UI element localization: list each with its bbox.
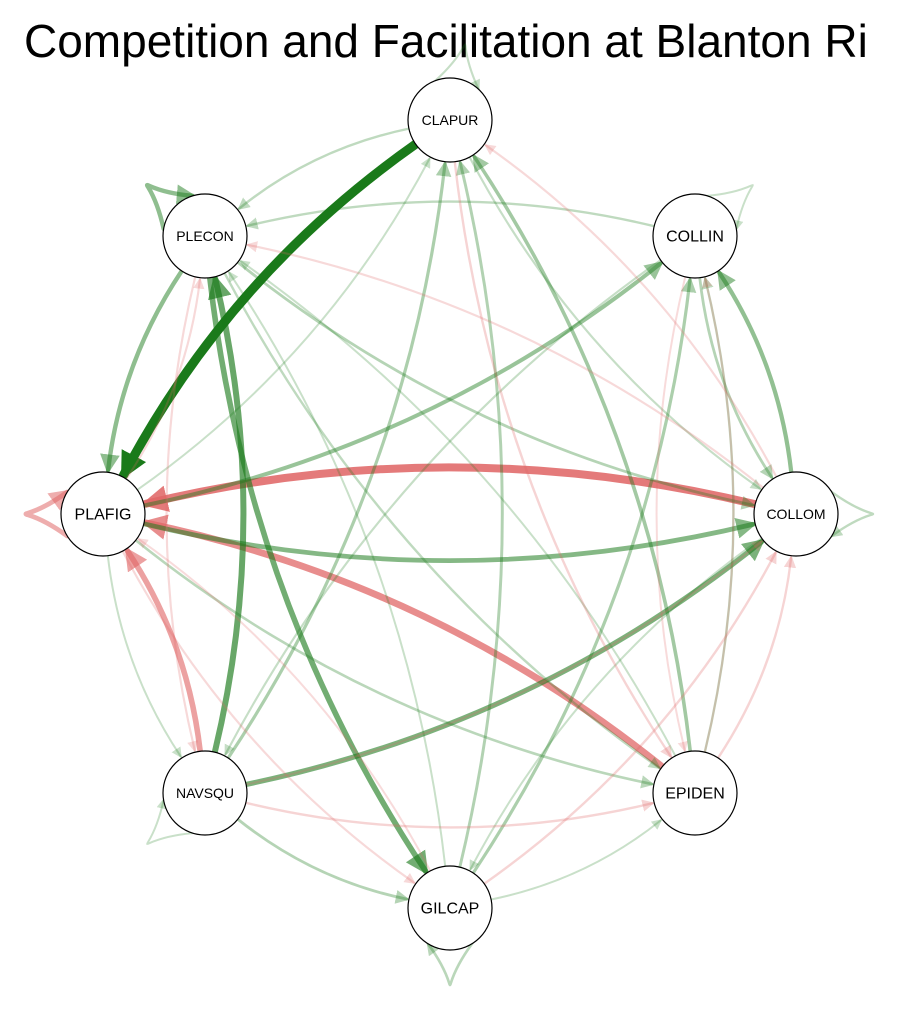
- edge-collin-to-epiden: [655, 275, 688, 753]
- node-label: GILCAP: [421, 901, 480, 918]
- edge-clapur-to-plafig: [118, 139, 421, 480]
- edge-plecon-to-collom: [236, 260, 756, 510]
- node-clapur[interactable]: CLAPUR: [407, 77, 493, 163]
- edge-collom-to-plecon: [245, 241, 765, 489]
- edge-collin-to-collom: [698, 276, 774, 480]
- node-circle: [60, 471, 146, 557]
- node-layer: CLAPUR COLLIN COLLOM EPIDEN GILCAP NAVSQU PLAF…: [60, 77, 839, 951]
- edge-collom-to-plafig: [140, 463, 760, 512]
- edge-collom-to-gilcap: [469, 537, 763, 871]
- edge-plafig-to-clapur: [136, 157, 431, 491]
- node-circle: [652, 193, 738, 279]
- edge-plecon-to-plafig: [100, 268, 184, 475]
- node-circle: [652, 750, 738, 836]
- edge-epiden-to-collom: [716, 555, 797, 760]
- edge-navsqu-to-collom: [245, 540, 764, 786]
- edge-gilcap-to-epiden: [490, 819, 663, 901]
- edge-plecon-to-epiden: [223, 271, 662, 770]
- node-label: COLLIN: [666, 229, 724, 246]
- node-circle: [162, 193, 248, 279]
- node-circle: [753, 471, 839, 557]
- edge-clapur-to-collom: [468, 156, 762, 490]
- edge-navsqu-to-plafig: [124, 546, 203, 755]
- edge-navsqu-to-plecon: [208, 274, 247, 756]
- node-label: PLECON: [176, 228, 234, 244]
- edge-plecon-to-plecon: [144, 182, 197, 232]
- node-circle: [407, 865, 493, 951]
- edge-plafig-to-plecon: [125, 277, 205, 481]
- edge-collom-to-collin: [717, 269, 794, 475]
- edge-plecon-to-gilcap: [206, 274, 429, 876]
- node-navsqu[interactable]: NAVSQU: [162, 750, 248, 836]
- edge-epiden-to-plecon: [239, 260, 677, 757]
- edge-epiden-to-collin: [702, 276, 735, 754]
- node-circle: [162, 750, 248, 836]
- edge-gilcap-to-clapur: [455, 159, 504, 869]
- edge-collom-to-clapur: [484, 144, 778, 478]
- edge-collin-to-navsqu: [224, 259, 662, 757]
- node-label: COLLOM: [766, 506, 825, 522]
- edge-clapur-to-clapur: [434, 43, 480, 92]
- edge-collom-to-collom: [829, 490, 875, 538]
- edge-clapur-to-epiden: [453, 160, 673, 759]
- node-epiden[interactable]: EPIDEN: [652, 750, 738, 836]
- edge-gilcap-to-collom: [483, 550, 777, 885]
- edge-clapur-to-plecon: [237, 127, 411, 210]
- edge-plafig-to-collom: [141, 517, 758, 563]
- node-label: CLAPUR: [422, 112, 479, 128]
- diagram-title: Competition and Facilitation at Blanton …: [24, 15, 868, 67]
- edge-plafig-to-epiden: [134, 538, 655, 789]
- edge-gilcap-to-collin: [471, 276, 697, 875]
- edge-navsqu-to-clapur: [226, 160, 452, 760]
- node-label: NAVSQU: [176, 785, 234, 801]
- edge-gilcap-to-plafig: [137, 538, 432, 872]
- edge-collin-to-plecon: [245, 200, 656, 230]
- edge-plecon-to-navsqu: [165, 275, 199, 753]
- edge-collin-to-collin: [706, 184, 754, 231]
- edge-plafig-to-plafig: [23, 489, 71, 539]
- node-gilcap[interactable]: GILCAP: [407, 865, 493, 951]
- node-plecon[interactable]: PLECON: [162, 193, 248, 279]
- node-collin[interactable]: COLLIN: [652, 193, 738, 279]
- edge-epiden-to-collin: [701, 276, 735, 754]
- edge-navsqu-to-collom: [243, 538, 766, 788]
- node-label: PLAFIG: [75, 507, 132, 524]
- edge-navsqu-to-epiden: [244, 799, 655, 829]
- edge-gilcap-to-gilcap: [426, 941, 474, 987]
- edge-plafig-to-navsqu: [106, 554, 182, 759]
- edge-layer: [23, 43, 875, 987]
- edge-epiden-to-clapur: [472, 153, 693, 754]
- node-label: EPIDEN: [665, 786, 725, 803]
- node-collom[interactable]: COLLOM: [753, 471, 839, 557]
- edge-navsqu-to-navsqu: [146, 798, 194, 845]
- edge-navsqu-to-gilcap: [236, 817, 410, 904]
- node-plafig[interactable]: PLAFIG: [60, 471, 146, 557]
- node-circle: [407, 77, 493, 163]
- edge-plafig-to-gilcap: [121, 550, 416, 884]
- edge-plafig-to-collin: [142, 261, 664, 508]
- edge-gilcap-to-plecon: [228, 270, 447, 868]
